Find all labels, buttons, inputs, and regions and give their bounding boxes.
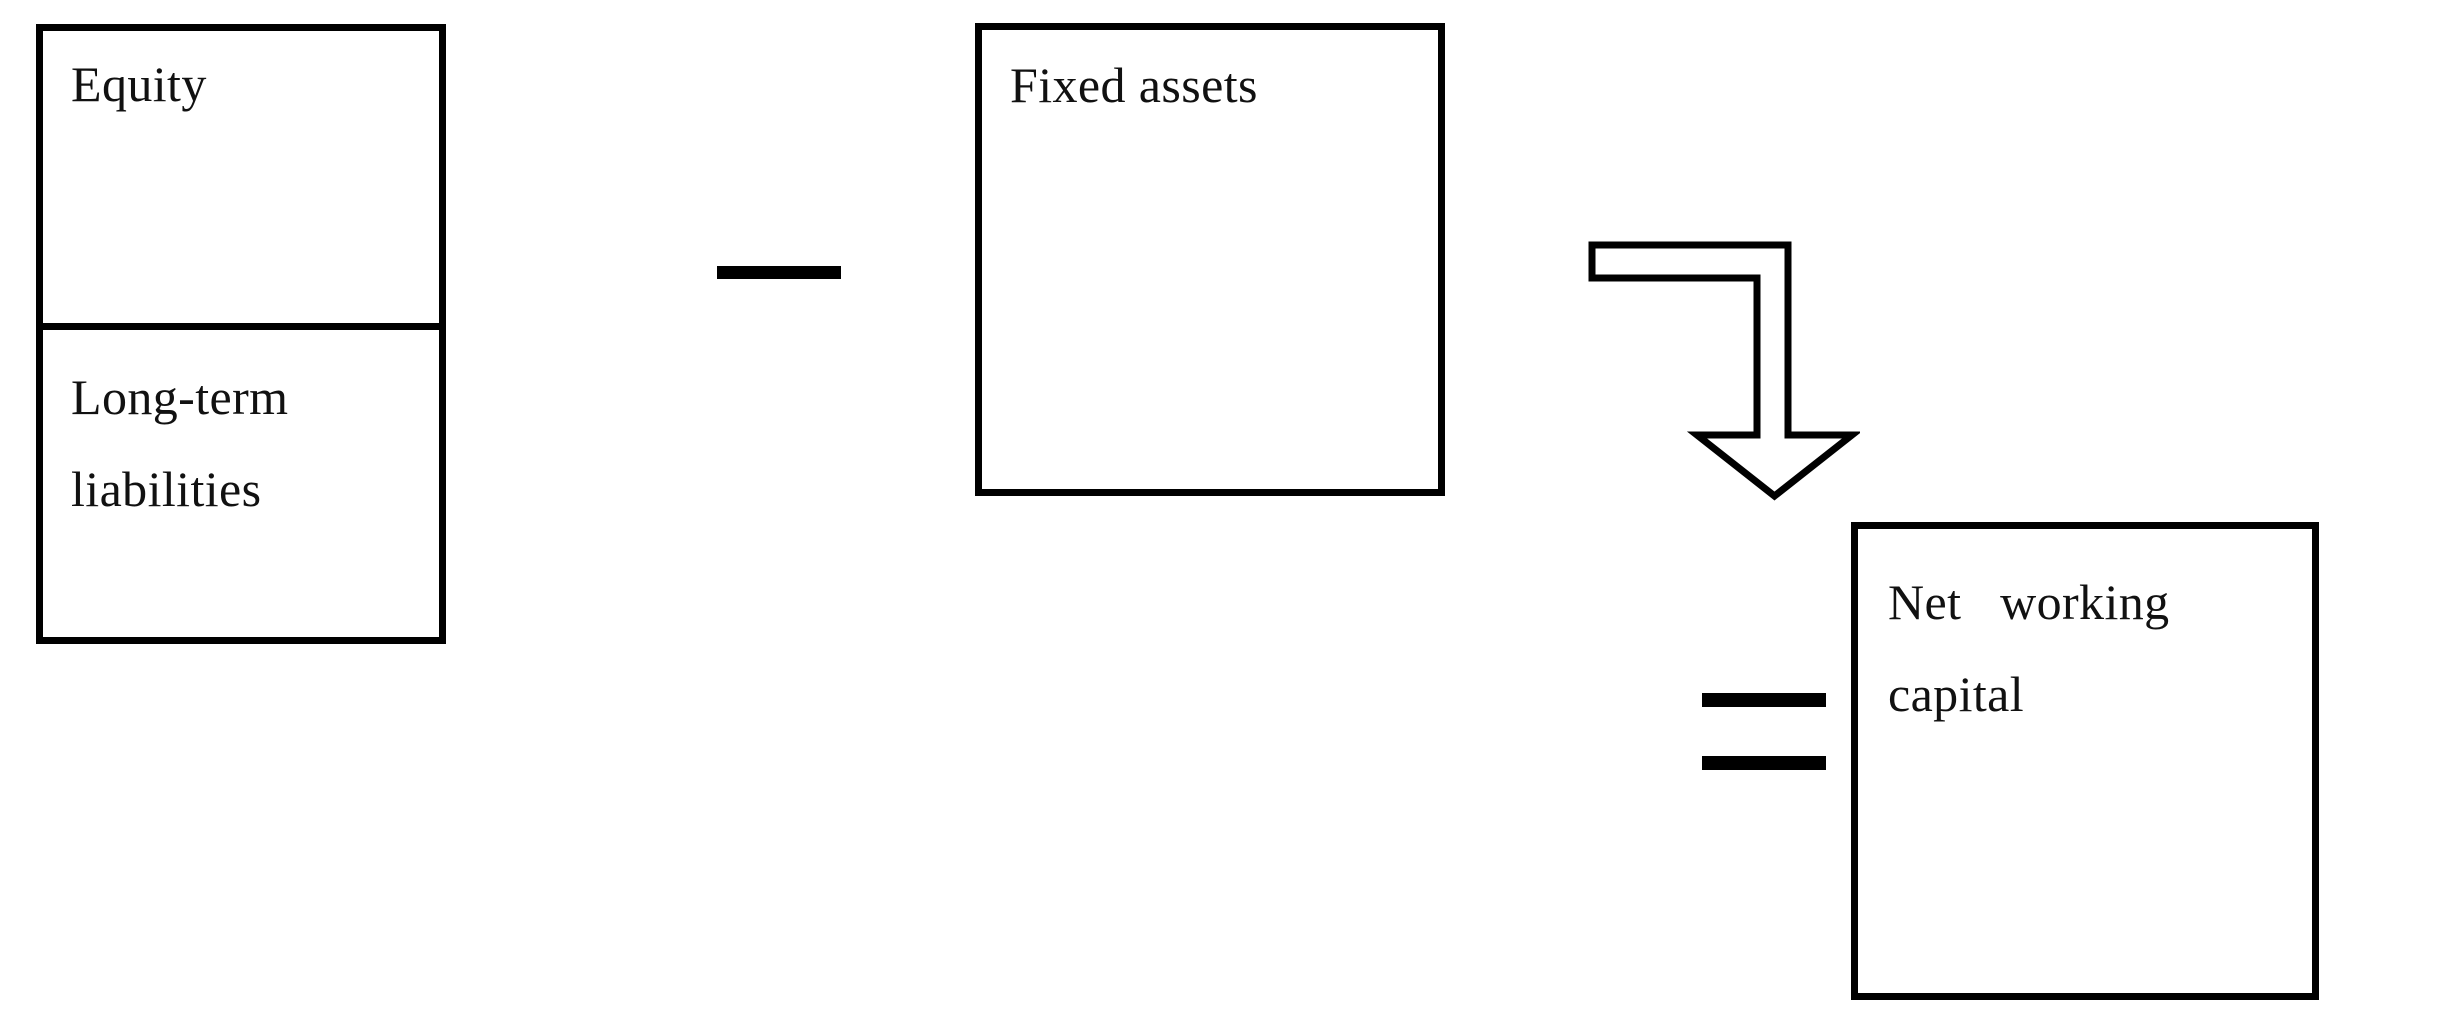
long-term-liabilities-label-line2: liabilities xyxy=(71,461,262,517)
equals-bar-bottom xyxy=(1702,756,1826,770)
net-working-capital-box[interactable]: Net working capital xyxy=(1851,522,2319,1000)
equity-label: Equity xyxy=(71,56,207,112)
sources-divider xyxy=(43,323,439,330)
equals-sign-icon xyxy=(1702,693,1826,771)
elbow-arrow-down-icon xyxy=(1588,240,1860,502)
equity-cell[interactable]: Equity xyxy=(43,31,439,323)
minus-sign-icon xyxy=(717,266,841,279)
sources-of-funds-box[interactable]: Equity Long-term liabilities xyxy=(36,24,446,644)
net-working-capital-label-line2: capital xyxy=(1888,666,2025,722)
long-term-liabilities-label-line1: Long-term xyxy=(71,369,289,425)
long-term-liabilities-cell[interactable]: Long-term liabilities xyxy=(43,330,439,637)
net-working-capital-label-line1: Net working xyxy=(1888,574,2170,630)
fixed-assets-box[interactable]: Fixed assets xyxy=(975,23,1445,496)
equals-bar-top xyxy=(1702,693,1826,707)
fixed-assets-label: Fixed assets xyxy=(1010,57,1258,113)
